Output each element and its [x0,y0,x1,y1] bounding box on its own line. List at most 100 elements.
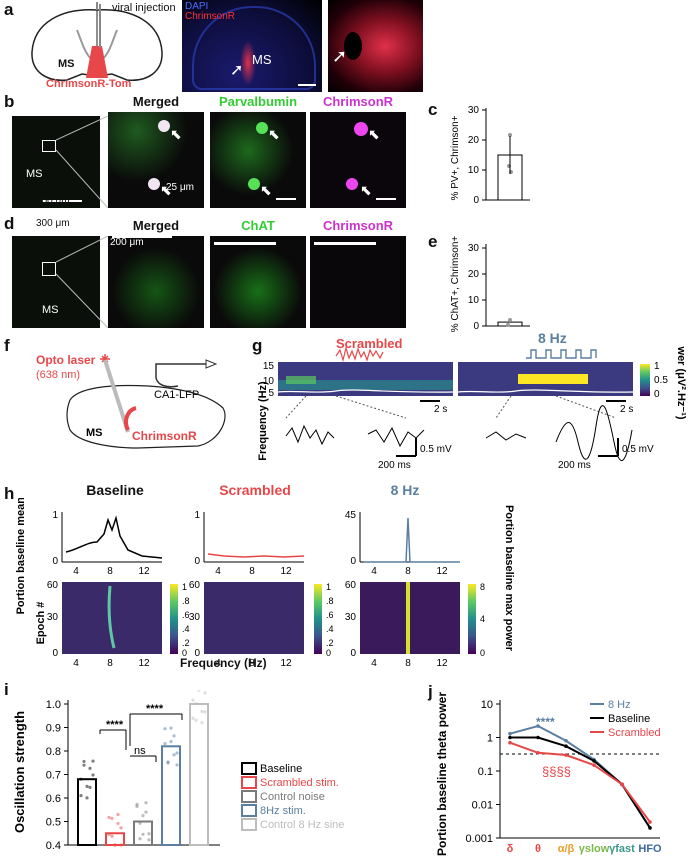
j-xtick: α/β [558,843,575,855]
j-xtick: δ [507,843,514,855]
j-point [536,735,540,740]
i-point [119,826,123,830]
i-ns: ns [134,745,146,757]
i-point [107,832,111,837]
panel-label-f: f [4,336,10,355]
j-point [648,826,652,830]
svg-text:1: 1 [182,582,187,592]
opto-laser-label: Opto laser [36,353,96,367]
merged-pv-image: ⬉ ⬉ 25 μm [108,112,204,208]
h-ytick-45: 45 [345,510,357,521]
i-point [107,815,111,820]
dapi-label: DAPI [185,1,209,12]
svg-text:8: 8 [107,566,113,577]
h-title-scrambled: Scrambled [219,482,291,498]
j-ytick: 0.1 [478,766,493,778]
c-ytick: 20 [468,135,480,146]
j-legend-label: Scrambled [608,727,661,739]
c-ytick: 30 [468,105,480,116]
svg-text:0: 0 [326,648,331,658]
i-point [91,773,95,777]
panel-label-g: g [252,336,263,355]
g-scale-ms-a: 200 ms [378,460,411,471]
i-bar [161,745,181,846]
g-scale-2s-b: 2 s [620,404,633,415]
panel-label-h: h [4,484,15,503]
ca1-lfp-label: CA1-LFP [154,389,199,401]
i-ytick: 1.0 [46,699,61,711]
i-ytick: 0.8 [46,746,61,758]
i-bar [189,703,209,846]
panel-label-i: i [4,680,9,699]
g-ytick-10: 10 [263,376,275,387]
i-point [85,784,89,788]
svg-text:.2: .2 [326,638,334,648]
e-ytick: 0 [473,321,479,332]
g-scale-2s-a: 2 s [434,404,447,415]
j-point [508,735,512,740]
i-ylabel: Oscillation strength [12,711,27,833]
scale-bar [42,200,82,202]
j-point [564,738,568,743]
j-xtick: HFO [638,843,662,855]
j-series-line [509,724,651,829]
i-point [79,794,83,798]
h-heatmap-scrambled [204,582,304,654]
panel-label-b: b [4,92,15,111]
h-cbar-label: Portion baseline max power [503,505,515,652]
i-point [200,709,204,714]
j-point [648,820,652,824]
panel-label-j: j [428,682,433,701]
i-legend-swatch [241,776,257,789]
i-point [203,710,207,714]
svg-text:8: 8 [249,566,255,577]
chrimsonr-pv-image: ⬉ ⬉ [310,112,406,208]
i-point [147,838,151,842]
header-chrimsonr-d: ChrimsonR [322,218,394,233]
h-epoch-60b: 60 [189,580,201,591]
svg-text:8: 8 [249,658,255,669]
ms-label-d: MS [42,304,59,316]
j-point [564,753,568,757]
g-scrambled-title: Scrambled [336,336,403,351]
panel-label-e: e [428,232,438,251]
j-point [592,759,596,763]
g-colorbar [640,364,650,396]
g-scale-mv-a: 0.5 mV [420,444,452,455]
j-xtick: θ [535,843,541,855]
merged-chat-image: 200 μm [108,236,204,328]
g-cbar-05: 0.5 [654,375,668,386]
h-ylabel-bottom: Epoch # [35,602,47,645]
j-legend-label: Baseline [608,713,650,725]
zoom-lines [56,116,108,208]
i-legend-swatch [241,790,257,803]
i-legend-label: Control noise [260,791,325,803]
zoom-lines-d [56,236,108,328]
svg-text:8: 8 [405,566,411,577]
h-epoch-0b: 0 [194,648,200,659]
svg-text:4: 4 [215,566,221,577]
j-ytick: 1 [487,733,493,745]
i-point [138,821,142,825]
chrimsonr-chat-image [310,236,406,328]
i-point [110,816,114,821]
svg-text:8: 8 [480,582,485,592]
i-point [79,777,83,781]
g-scale-ms-b: 200 ms [558,460,591,471]
svg-text:.4: .4 [182,624,190,634]
power-spectra-figure: Portion baseline mean power Epoch # 1 0 … [15,498,515,669]
j-point [536,750,540,755]
header-chrimsonr-b: ChrimsonR [322,94,394,109]
header-merged-b: Merged [132,94,180,109]
svg-text:8: 8 [405,658,411,669]
svg-text:12: 12 [280,658,292,669]
svg-text:0: 0 [480,648,485,658]
j-sig-blue: **** [536,715,555,729]
spectrogram-figure: Frequency (Hz) 15 10 5 2 s 2 s 1 0.5 0 P… [257,346,687,471]
i-ytick: 0.9 [46,723,61,735]
ms-label-b: MS [26,168,43,180]
i-point [91,759,95,763]
g-ytick-5: 5 [268,388,274,399]
scale-label-300: 300 μm [36,218,70,229]
